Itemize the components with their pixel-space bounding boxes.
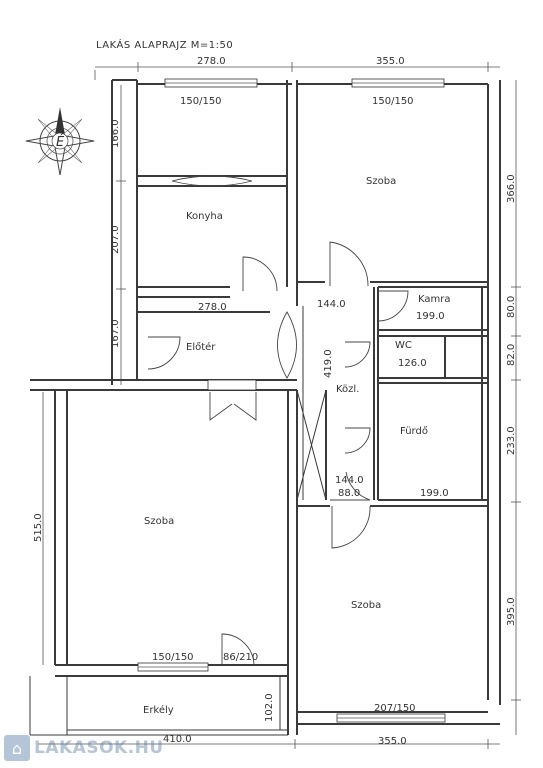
compass-letter: É [56, 134, 65, 150]
room-label-wc: WC [395, 340, 412, 351]
dimension-lines-bottom [38, 739, 500, 749]
room-label-eloter: Előtér [186, 341, 216, 353]
room-label-kamra: Kamra [418, 294, 451, 305]
room-label-konyha: Konyha [186, 211, 223, 222]
dim-kozl-144-top: 144.0 [317, 299, 346, 310]
dimension-lines-right [511, 80, 521, 735]
dimension-lines-top [94, 62, 500, 80]
room-label-erkely: Erkély [143, 704, 174, 716]
house-icon: ⌂ [4, 735, 30, 761]
dim-kozl-88: 88.0 [338, 488, 360, 499]
dim-bottom-window-left: 150/150 [152, 652, 194, 663]
dim-kamra-199: 199.0 [416, 311, 445, 322]
stair-symbol [296, 306, 327, 501]
room-label-furdo: Fürdő [400, 425, 428, 437]
dim-left-207: 207.0 [110, 225, 121, 254]
dim-left-166: 166.0 [110, 119, 121, 148]
room-label-szoba-top-right: Szoba [366, 176, 396, 187]
dim-kitchen-window: 150/150 [180, 96, 222, 107]
dim-right-395: 395.0 [506, 597, 517, 626]
dimension-lines-left [42, 85, 126, 665]
dim-kozl-419: 419.0 [323, 349, 334, 378]
room-label-szoba-left: Szoba [144, 516, 174, 527]
dim-bottom-right-width: 355.0 [378, 736, 407, 747]
windows [137, 78, 446, 723]
dim-furdo-199: 199.0 [420, 488, 449, 499]
dim-eloter-278: 278.0 [198, 302, 227, 313]
dim-bottom-window-right: 207/150 [374, 703, 416, 714]
dim-right-233: 233.0 [506, 426, 517, 455]
walls [29, 79, 501, 736]
dim-bottom-left-width: 410.0 [163, 734, 192, 745]
compass-icon: É [25, 107, 95, 176]
dim-kozl-144-bottom: 144.0 [335, 475, 364, 486]
room-label-kozl: Közl. [336, 384, 359, 395]
dim-left-167: 167.0 [110, 319, 121, 348]
watermark-logo: ⌂ LAKASOK.HU [4, 733, 164, 763]
dim-top-left-width: 278.0 [197, 56, 226, 67]
doors [147, 175, 409, 666]
dim-right-366: 366.0 [506, 174, 517, 203]
dim-door-86-210: 86/210 [223, 652, 258, 663]
dim-right-80: 80.0 [506, 296, 517, 318]
room-label-szoba-bottom-right: Szoba [351, 600, 381, 611]
dim-erkely-102: 102.0 [264, 693, 275, 722]
dim-left-515: 515.0 [33, 513, 44, 542]
dim-wc-126: 126.0 [398, 358, 427, 369]
dim-top-right-width: 355.0 [376, 56, 405, 67]
dim-room-window: 150/150 [372, 96, 414, 107]
dim-right-82: 82.0 [506, 344, 517, 366]
plan-title: LAKÁS ALAPRAJZ M=1:50 [96, 38, 233, 51]
watermark-text: LAKASOK.HU [34, 738, 164, 758]
